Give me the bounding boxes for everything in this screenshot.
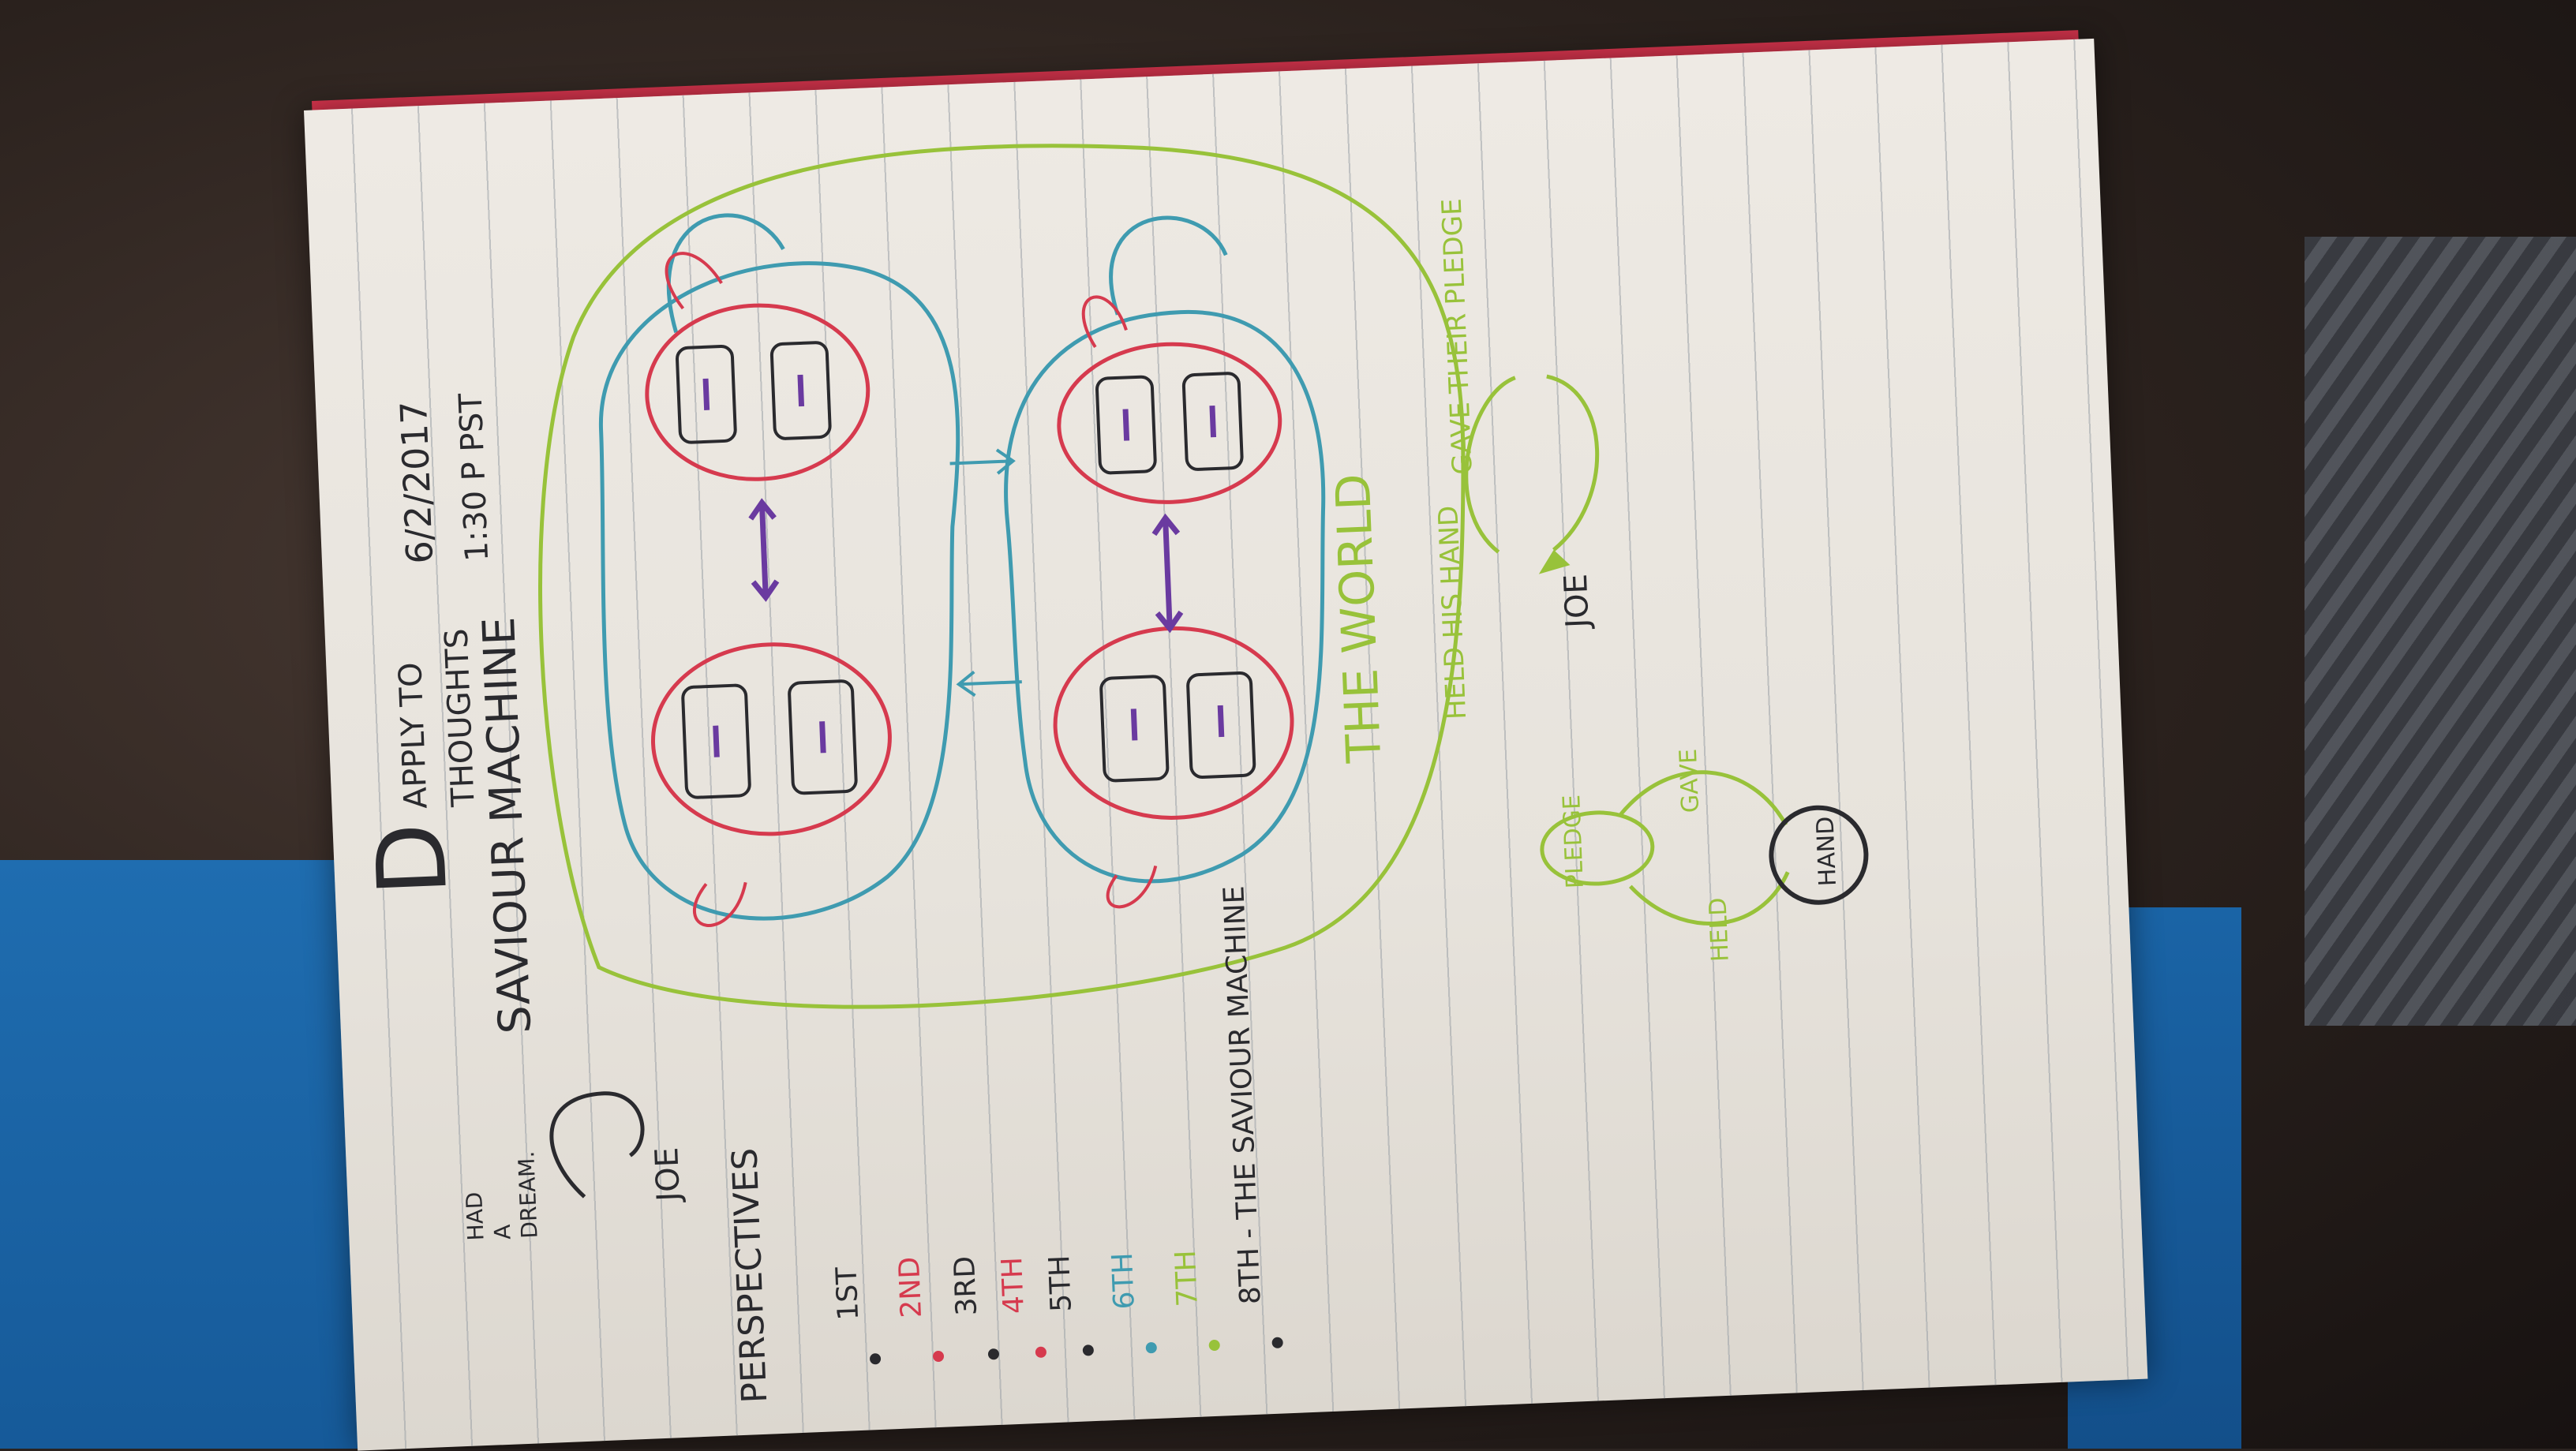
blue-arrow-lower	[956, 670, 1022, 697]
blue-loop-left	[599, 261, 960, 921]
blue-arc-top-right	[1109, 215, 1228, 316]
perspective-item: 1ST	[830, 1266, 865, 1321]
held-arrow	[1628, 871, 1790, 926]
dream-line1: HAD	[461, 1191, 489, 1241]
header-date: 6/2/2017	[392, 400, 441, 565]
perspective-bullets	[870, 1337, 1283, 1365]
blue-loop-right	[1004, 310, 1326, 884]
world-label: THE WORLD	[1326, 473, 1393, 765]
dream-line3: DREAM.	[513, 1150, 542, 1239]
pledge-block: PLEDGE	[1558, 794, 1589, 888]
pledge-label: PLEDGE	[1558, 794, 1589, 888]
world-label-block: THE WORLD	[1326, 473, 1393, 765]
hand-label: HAND	[1811, 816, 1842, 887]
dream-name-block: JOE	[649, 1146, 687, 1204]
perspectives-block: PERSPECTIVES	[724, 1147, 775, 1404]
page-title: SAVIOUR MACHINE	[474, 616, 541, 1035]
red-loop-arrows	[665, 252, 1158, 927]
perspective-item: 8TH - THE SAVIOUR MACHINE	[1218, 885, 1267, 1305]
gave-arrow	[1618, 770, 1788, 826]
perspective-item: 2ND	[893, 1256, 928, 1318]
red-cluster-top-left	[645, 303, 871, 481]
header-line1: APPLY TO	[392, 662, 434, 810]
perspective-item: 5TH	[1043, 1255, 1078, 1313]
blue-arrow-upper	[949, 448, 1016, 475]
perspectives-list: 1ST 2ND 3RD 4TH 5TH 6TH 7TH 8TH - THE SA…	[830, 885, 1267, 1322]
perspective-item: 7TH	[1170, 1250, 1204, 1308]
header-block: D APPLY TO THOUGHTS 6/2/2017 1:30 P PST	[356, 392, 496, 898]
cycle-top-left-label: HELD HIS HAND	[1432, 505, 1473, 720]
cycle-top-left-block: HELD HIS HAND	[1432, 505, 1473, 720]
header-time: 1:30 P PST	[453, 392, 496, 563]
dream-name: JOE	[649, 1146, 687, 1204]
blue-arc-top-left	[666, 213, 785, 333]
world-loop-green	[538, 144, 1466, 1009]
pledge-ellipse	[1540, 810, 1655, 886]
perspective-item: 6TH	[1106, 1252, 1141, 1311]
hand-block: HAND	[1811, 816, 1842, 887]
cycle-top-name-block: JOE	[1558, 573, 1597, 630]
notebook-page: D APPLY TO THOUGHTS 6/2/2017 1:30 P PST …	[304, 38, 2148, 1451]
cycle-top-right-block: GAVE THEIR PLEDGE	[1436, 198, 1479, 476]
cycle-top-name: JOE	[1558, 573, 1597, 630]
header-letter: D	[356, 821, 469, 898]
perspective-item: 4TH	[996, 1256, 1031, 1315]
title-block: SAVIOUR MACHINE	[474, 616, 541, 1035]
header-line2: THOUGHTS	[439, 628, 482, 809]
dream-loop	[549, 1091, 645, 1199]
held-block: HELD	[1704, 897, 1734, 963]
purple-arrows	[702, 374, 1225, 757]
dream-block: HAD A DREAM.	[461, 1150, 542, 1241]
hand-circle	[1769, 805, 1869, 905]
red-cluster-bottom-left	[651, 642, 892, 836]
perspectives-heading: PERSPECTIVES	[724, 1147, 775, 1404]
fabric-background	[2305, 237, 2576, 1026]
perspective-item: 3RD	[949, 1255, 983, 1316]
red-cluster-bottom-right	[1053, 626, 1294, 820]
gave-label: GAVE	[1675, 748, 1705, 813]
inner-boxes	[676, 341, 1256, 799]
held-label: HELD	[1704, 897, 1734, 963]
cycle-top-right-label: GAVE THEIR PLEDGE	[1436, 198, 1479, 476]
dream-line2: A	[489, 1224, 516, 1240]
cycle-top-arrows	[1464, 374, 1600, 554]
red-cluster-top-right	[1057, 342, 1282, 504]
gave-block: GAVE	[1675, 748, 1705, 813]
cycle-top-arrowhead	[1538, 549, 1571, 574]
handwriting-layer: D APPLY TO THOUGHTS 6/2/2017 1:30 P PST …	[356, 144, 1869, 1404]
